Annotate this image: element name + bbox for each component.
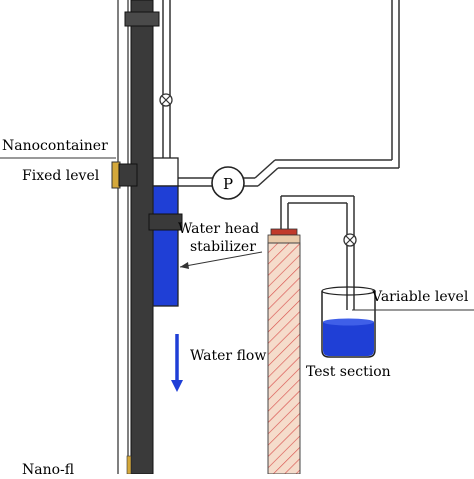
support-post bbox=[130, 0, 154, 475]
beaker-water bbox=[323, 322, 374, 356]
test-column bbox=[267, 242, 301, 475]
stabilizer-label: stabilizer bbox=[190, 239, 256, 255]
beaker bbox=[321, 291, 376, 358]
pump-icon bbox=[211, 166, 245, 200]
variable-level-label: Variable level bbox=[371, 289, 469, 305]
fixed-level-label: Fixed level bbox=[22, 168, 100, 184]
post-clamp-top bbox=[124, 11, 160, 27]
test-section-label: Test section bbox=[306, 364, 391, 380]
arrow-down-icon bbox=[171, 380, 183, 392]
column-cap bbox=[270, 228, 298, 236]
stabilizer-clamp bbox=[148, 213, 183, 231]
nanocontainer-holder bbox=[118, 163, 138, 187]
water-head-stabilizer bbox=[152, 185, 179, 307]
stabilizer-leader bbox=[179, 251, 263, 268]
stabilizer-top bbox=[152, 157, 179, 187]
nano-flow-label: Nano-fl bbox=[22, 462, 74, 474]
column-fitting bbox=[267, 234, 301, 244]
water-flow-label: Water flow bbox=[190, 348, 266, 364]
pump-label: P bbox=[223, 175, 233, 193]
water-head-label: Water head bbox=[178, 221, 259, 237]
nano-flow-marker bbox=[126, 455, 132, 475]
nanocontainer-label: Nanocontainer bbox=[2, 138, 108, 154]
